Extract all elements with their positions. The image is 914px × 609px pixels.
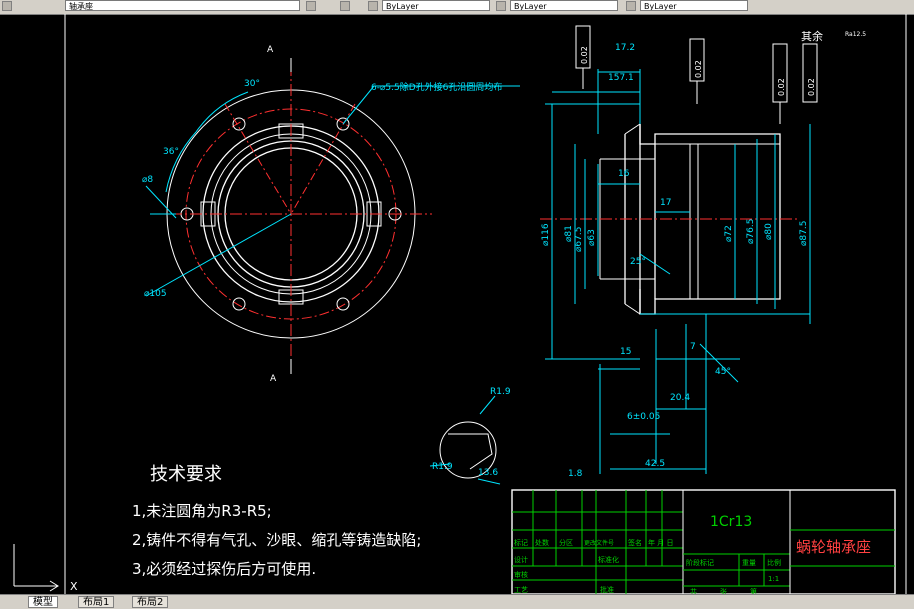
layer-match-icon[interactable] bbox=[306, 1, 316, 11]
color-control-icon[interactable] bbox=[368, 1, 378, 11]
tb-bili: 比例 bbox=[767, 558, 781, 567]
linetype-control-icon[interactable] bbox=[496, 1, 506, 11]
tolerance-value-b: 0.02 bbox=[694, 60, 703, 78]
layer-state-icon[interactable] bbox=[2, 1, 12, 11]
dim-16: 16 bbox=[618, 169, 630, 179]
layer-dropdown[interactable]: 轴承座 bbox=[65, 0, 300, 11]
tb-jieduan: 阶段标记 bbox=[686, 558, 714, 567]
dim-d81: ⌀81 bbox=[564, 225, 574, 242]
tb-nianyueri: 年 月 日 bbox=[648, 538, 673, 547]
dim-d76-5: ⌀76.5 bbox=[746, 219, 756, 244]
tolerance-value-a: 0.02 bbox=[580, 46, 589, 64]
dim-d67-5: ⌀67.5 bbox=[574, 227, 584, 252]
dim-d63: ⌀63 bbox=[587, 229, 597, 246]
holes-note: 6-⌀5.5除D孔外接6孔沿圆周均布 bbox=[371, 81, 502, 93]
dim-157-1: 157.1 bbox=[608, 73, 634, 83]
material-label: 1Cr13 bbox=[710, 514, 752, 530]
section-label-bottom: A bbox=[270, 374, 277, 384]
linetype-dropdown[interactable]: ByLayer bbox=[510, 0, 618, 11]
tb-gongyi: 工艺 bbox=[514, 586, 528, 594]
tb-scale: 1:1 bbox=[768, 575, 779, 583]
ucs-x-label: X bbox=[70, 580, 78, 593]
section-label-top: A bbox=[267, 45, 274, 55]
dim-angle-36: 36° bbox=[163, 147, 179, 157]
dim-15: 15 bbox=[620, 347, 631, 357]
dim-1-8: 1.8 bbox=[568, 469, 583, 479]
tab-layout2[interactable]: 布局2 bbox=[132, 596, 169, 608]
dim-angle-30: 30° bbox=[244, 79, 260, 89]
tb-chushu: 处数 bbox=[535, 538, 549, 547]
surface-note: 其余 bbox=[801, 29, 823, 43]
tech-title: 技术要求 bbox=[150, 464, 222, 485]
tech-item-3: 3,必须经过探伤后方可使用. bbox=[132, 560, 316, 578]
dim-d105: ⌀105 bbox=[144, 289, 167, 299]
dim-13-6: 13.6 bbox=[478, 468, 498, 478]
dim-r1-9-top: R1.9 bbox=[490, 387, 511, 397]
tb-zhongliang: 重量 bbox=[742, 559, 756, 567]
tb-biaozhunhua: 标准化 bbox=[598, 555, 619, 564]
dim-d87-5: ⌀87.5 bbox=[799, 221, 809, 246]
tb-qianming: 签名 bbox=[628, 538, 642, 547]
dim-42-5: 42.5 bbox=[645, 459, 665, 469]
tb-di: 第 bbox=[750, 587, 757, 594]
dim-d8: ⌀8 bbox=[142, 175, 153, 185]
tech-item-2: 2,铸件不得有气孔、沙眼、缩孔等铸造缺陷; bbox=[132, 531, 421, 549]
dim-20-4: 20.4 bbox=[670, 393, 690, 403]
tech-item-1: 1,未注圆角为R3-R5; bbox=[132, 502, 272, 520]
dim-d80: ⌀80 bbox=[764, 223, 774, 240]
dim-angle-45: 45° bbox=[715, 367, 731, 377]
dim-d72: ⌀72 bbox=[724, 225, 734, 242]
tolerance-value-d: 0.02 bbox=[807, 78, 816, 96]
part-name: 蜗轮轴承座 bbox=[796, 538, 871, 556]
tb-gong: 共 bbox=[690, 587, 697, 594]
tolerance-value-c: 0.02 bbox=[777, 78, 786, 96]
layout-tabs: 模型 布局1 布局2 bbox=[0, 594, 914, 609]
tb-genggai: 更改文件号 bbox=[584, 539, 614, 547]
tb-sheji: 设计 bbox=[514, 555, 528, 564]
detail-view bbox=[429, 395, 501, 485]
lineweight-dropdown[interactable]: ByLayer bbox=[640, 0, 748, 11]
properties-toolbar: 轴承座 ByLayer ByLayer ByLayer bbox=[0, 0, 914, 15]
tb-biaoji: 标记 bbox=[514, 538, 528, 547]
tb-fenqu: 分区 bbox=[559, 538, 573, 547]
roughness-note: Ra12.5 bbox=[845, 31, 866, 38]
tab-model[interactable]: 模型 bbox=[28, 596, 58, 608]
tb-zhang: 张 bbox=[720, 587, 727, 594]
dim-17: 17 bbox=[660, 198, 671, 208]
tab-layout1[interactable]: 布局1 bbox=[78, 596, 115, 608]
tb-pizhun: 批准 bbox=[600, 585, 614, 594]
lineweight-control-icon[interactable] bbox=[626, 1, 636, 11]
dim-6: 6±0.05 bbox=[627, 412, 660, 422]
drawing-canvas[interactable]: A A 30° 36° ⌀8 ⌀105 6-⌀5.5除D孔外接6孔沿圆周均布 bbox=[0, 14, 914, 596]
dim-17-2: 17.2 bbox=[615, 43, 635, 53]
color-dropdown[interactable]: ByLayer bbox=[382, 0, 490, 11]
section-view bbox=[540, 25, 818, 474]
dim-d116: ⌀116 bbox=[541, 223, 551, 246]
dim-r1-9-left: R1.9 bbox=[432, 462, 453, 472]
tb-shenhe: 审核 bbox=[514, 570, 528, 579]
dim-angle-25: 25° bbox=[630, 257, 646, 267]
front-view bbox=[145, 58, 520, 374]
layer-previous-icon[interactable] bbox=[340, 1, 350, 11]
ucs-icon bbox=[13, 544, 59, 592]
dim-7: 7 bbox=[690, 342, 696, 352]
